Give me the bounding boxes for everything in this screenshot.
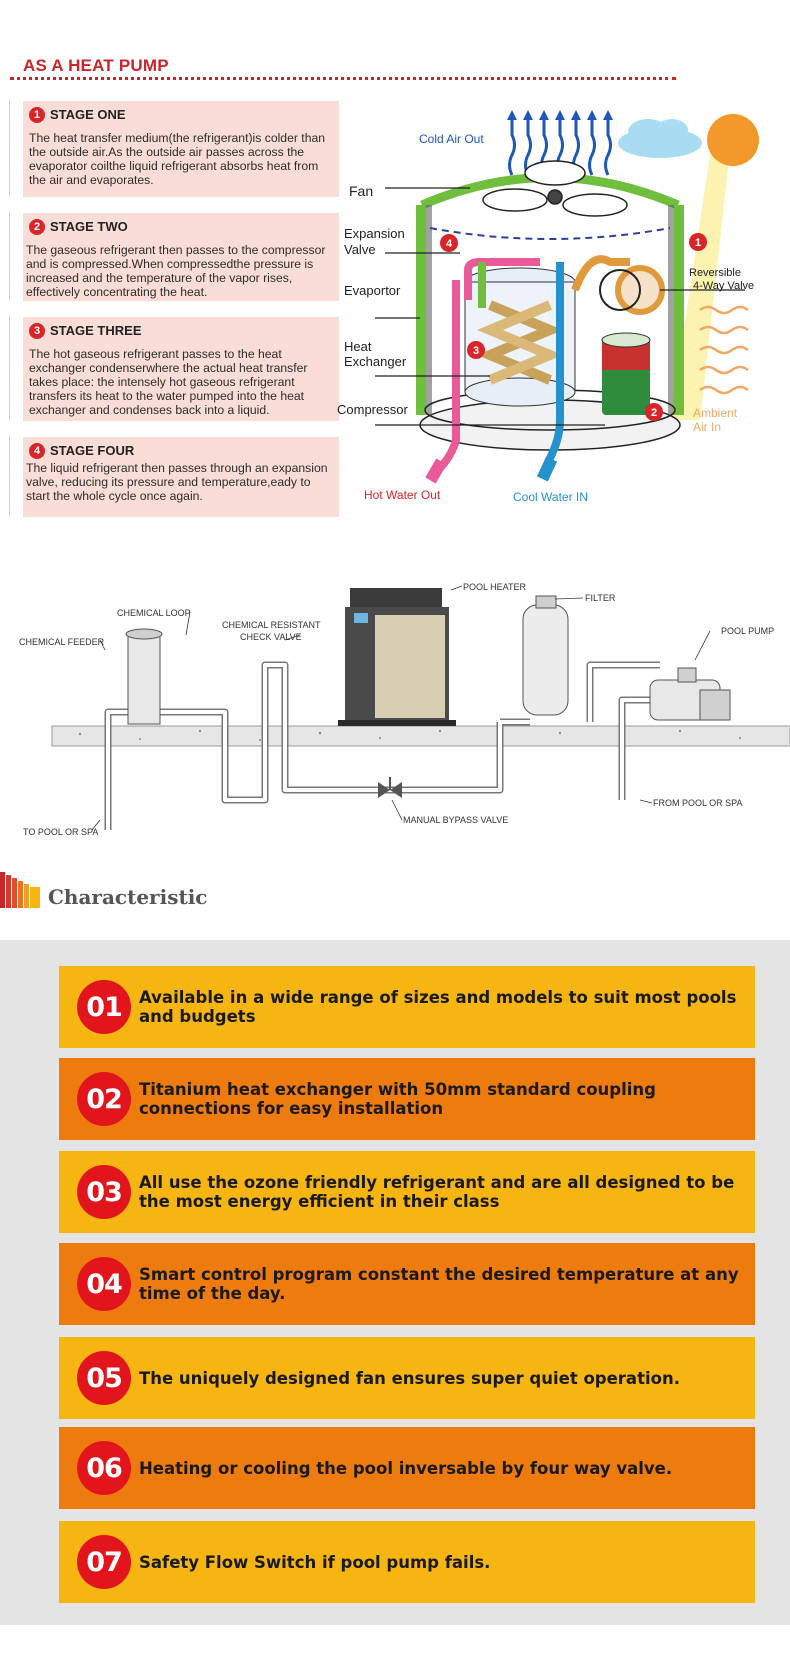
stage-marker-1: 1 (689, 233, 707, 251)
feature-text: All use the ozone friendly refrigerant a… (139, 1173, 735, 1211)
filter-icon (522, 595, 569, 716)
stage-title: STAGE FOUR (50, 443, 135, 458)
cloud-icon (618, 119, 702, 158)
svg-text:3: 3 (473, 345, 479, 357)
stage-marker-4: 4 (440, 234, 458, 252)
heat-exchanger-label: Exchanger (344, 354, 407, 369)
stage-title: STAGE ONE (50, 107, 126, 122)
stage-title: STAGE TWO (50, 219, 128, 234)
stage-divider (9, 436, 10, 516)
feature-number-badge: 05 (77, 1351, 131, 1405)
ambient-air-arrows-icon (699, 305, 749, 395)
evaporator-label: Evaportor (344, 283, 401, 298)
chemical-feeder-icon (125, 628, 163, 725)
heat-pump-diagram: 1 2 3 4 Cold Air Out Fan Expansion Valve… (337, 110, 759, 504)
reversible-valve-label: 4-Way Valve (693, 280, 754, 292)
chemical-loop-label: CHEMICAL LOOP (117, 608, 191, 618)
svg-text:4: 4 (446, 238, 453, 250)
feature-text: Available in a wide range of sizes and m… (139, 988, 737, 1026)
filter-label: FILTER (585, 593, 616, 603)
check-valve-label: CHEMICAL RESISTANT (222, 620, 321, 630)
stage-two-card: 2 STAGE TWO The gaseous refrigerant then … (23, 213, 339, 301)
feature-item: 07 Safety Flow Switch if pool pump fails… (59, 1521, 755, 1603)
stage-three-card: 3 STAGE THREE The hot gaseous refrigerant… (23, 317, 339, 421)
feature-number-badge: 03 (77, 1165, 131, 1219)
bypass-valve-icon (378, 777, 402, 798)
feature-number-badge: 02 (77, 1072, 131, 1126)
bypass-valve-label: MANUAL BYPASS VALVE (403, 815, 508, 825)
dotted-divider (10, 77, 676, 80)
feature-text: Smart control program constant the desir… (139, 1265, 739, 1303)
stage-number-badge: 1 (29, 107, 45, 123)
ambient-air-label: Ambient (693, 406, 738, 420)
heat-pump-title: AS A HEAT PUMP (23, 56, 169, 75)
feature-text: The uniquely designed fan ensures super … (139, 1368, 680, 1388)
stage-four-card: 4 STAGE FOUR The liquid refrigerant then … (23, 437, 339, 517)
feature-text: Heating or cooling the pool inversable b… (139, 1458, 673, 1478)
svg-text:1: 1 (695, 237, 701, 249)
feature-number-badge: 01 (77, 980, 131, 1034)
stage-marker-2: 2 (645, 403, 663, 421)
expansion-valve-label: Valve (344, 242, 376, 257)
label-pointers (375, 187, 745, 426)
check-valve-label: CHECK VALVE (240, 632, 302, 642)
sun-icon (670, 114, 759, 420)
heat-exchanger-label: Heat (344, 339, 372, 354)
feature-number-badge: 06 (77, 1441, 131, 1495)
characteristic-title: Characteristic (48, 885, 208, 909)
stage-description: The liquid refrigerant then passes throu… (26, 461, 328, 503)
stage-divider (9, 316, 10, 420)
svg-text:2: 2 (651, 407, 657, 419)
to-pool-label: TO POOL OR SPA (23, 827, 98, 837)
feature-item: 05 The uniquely designed fan ensures sup… (59, 1337, 755, 1419)
from-pool-label: FROM POOL OR SPA (653, 798, 743, 808)
feature-text: Safety Flow Switch if pool pump fails. (139, 1552, 491, 1572)
feature-item: 04 Smart control program constant the de… (59, 1243, 755, 1325)
cold-air-label: Cold Air Out (419, 132, 484, 146)
stage-number-badge: 2 (29, 219, 45, 235)
feature-item: 06 Heating or cooling the pool inversabl… (59, 1427, 755, 1509)
heat-exchanger-coil (477, 300, 563, 385)
feature-item: 03 All use the ozone friendly refrigeran… (59, 1151, 755, 1233)
stage-title: STAGE THREE (50, 323, 142, 338)
stage-number-badge: 3 (29, 323, 45, 339)
compressor-label: Compressor (337, 402, 408, 417)
stage-description: The heat transfer medium(the refrigerant… (29, 131, 326, 187)
fan-label: Fan (349, 183, 373, 199)
stage-description: The hot gaseous refrigerant passes to th… (29, 347, 308, 417)
feature-item: 01 Available in a wide range of sizes an… (59, 966, 755, 1048)
hot-water-label: Hot Water Out (364, 488, 441, 502)
pool-heater-label: POOL HEATER (463, 582, 527, 592)
stage-divider (9, 212, 10, 300)
feature-text: Titanium heat exchanger with 50mm standa… (139, 1080, 656, 1118)
compressor-icon (601, 332, 651, 415)
fan-icon (482, 160, 628, 217)
cool-water-label: Cool Water IN (513, 490, 588, 504)
feature-number-badge: 04 (77, 1257, 131, 1311)
chemical-feeder-label: CHEMICAL FEEDER (19, 637, 105, 647)
stage-description: The gaseous refrigerant then passes to t… (26, 243, 326, 299)
pool-heater-unit (338, 588, 456, 726)
pool-pump-icon (649, 667, 731, 721)
stage-divider (9, 100, 10, 196)
ambient-air-label: Air In (693, 420, 721, 434)
reversible-valve-label: Reversible (689, 267, 741, 279)
feature-number-badge: 07 (77, 1535, 131, 1589)
pool-pump-label: POOL PUMP (721, 626, 774, 636)
stage-number-badge: 4 (29, 443, 45, 459)
characteristic-bars-icon (0, 872, 40, 908)
stage-marker-3: 3 (467, 341, 485, 359)
pool-plumbing-diagram: POOL HEATER FILTER POOL PUMP CHEMICAL LO… (19, 582, 790, 837)
expansion-valve-label: Expansion (344, 226, 405, 241)
stage-one-card: 1 STAGE ONE The heat transfer medium(the … (23, 101, 339, 197)
feature-item: 02 Titanium heat exchanger with 50mm sta… (59, 1058, 755, 1140)
